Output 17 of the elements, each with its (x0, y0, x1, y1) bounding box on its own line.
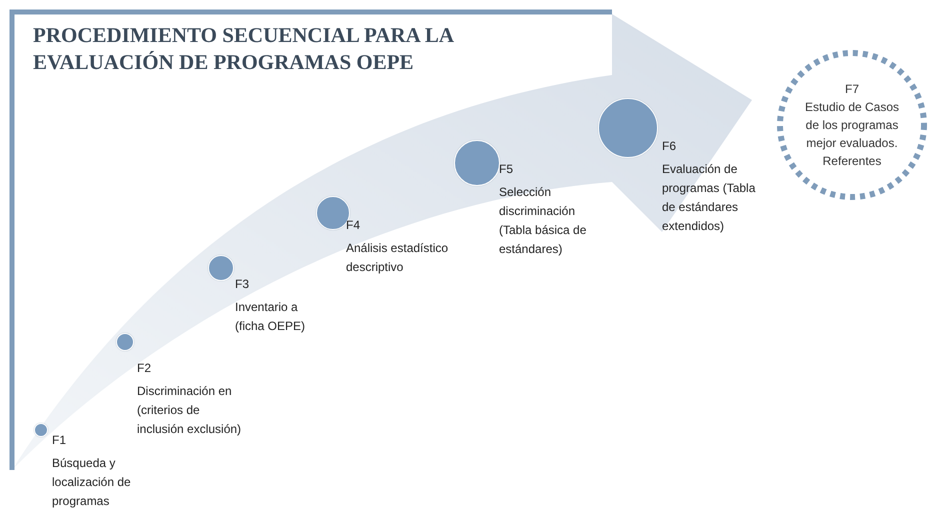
step-description: Selección discriminación (Tabla básica de estándares) (499, 184, 588, 258)
step-description: Discriminación en (criterios de inclusión exclusión) (137, 383, 242, 438)
step-description: Análisis estadístico descriptivo (346, 240, 450, 276)
step-description: Evaluación de programas (Tabla de estándares extendidos) (662, 161, 756, 235)
step-description: Estudio de Casos de los programas mejor evaluados. Referentes (804, 99, 900, 170)
step-circle (34, 423, 48, 437)
step-number: F1 (52, 432, 66, 448)
dotted-circle (776, 49, 928, 201)
step-description: Inventario a (ficha OEPE) (235, 299, 306, 335)
step-number: F6 (662, 138, 676, 154)
step-number: F5 (499, 161, 514, 177)
title: PROCEDIMIENTO SECUENCIAL PARA LA EVALUACIÓN DE PROGRAMAS OEPE (33, 22, 454, 76)
step-number: F3 (235, 276, 250, 292)
step-number: F7 (844, 81, 859, 98)
step-number: F2 (137, 360, 152, 376)
step-description: Búsqueda y localización de programas (52, 455, 132, 510)
step-number: F4 (346, 217, 360, 233)
